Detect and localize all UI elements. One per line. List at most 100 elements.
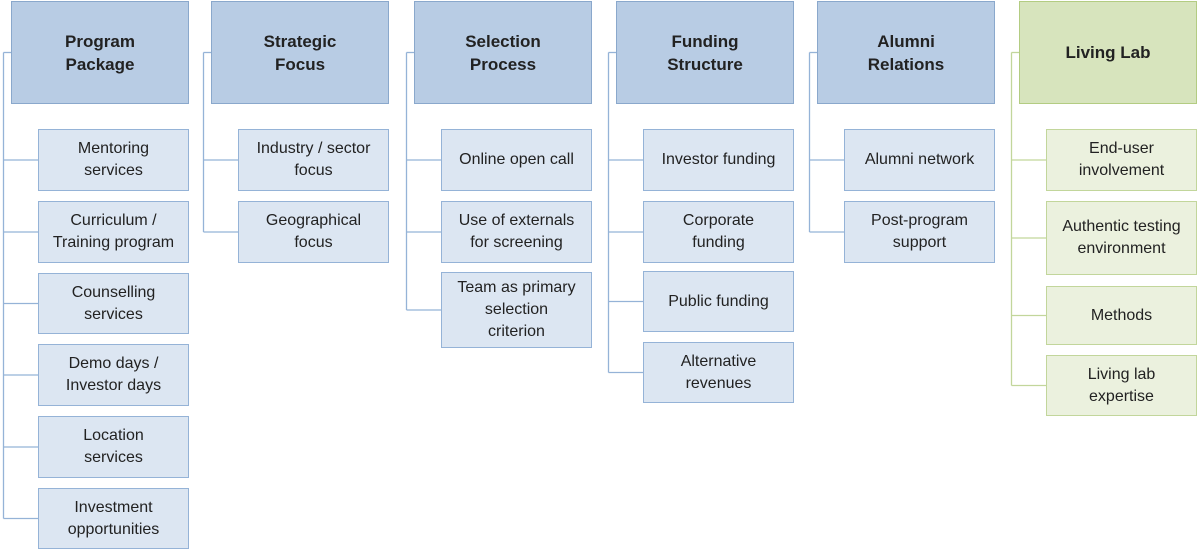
selection-process-item-label: Online open call (459, 149, 574, 171)
program-package-item-label-line: opportunities (67, 520, 160, 538)
strategic-focus-item-label-line: Geographical (265, 212, 362, 229)
funding-structure-item: Corporate funding (643, 201, 794, 263)
living-lab-item-label-line: involvement (1078, 162, 1165, 179)
funding-structure-item-label: Corporate funding (683, 210, 754, 254)
alumni-relations-item: Post-program support (844, 201, 995, 263)
selection-process-item-label-line: criterion (488, 323, 545, 340)
strategic-focus-item: Geographical focus (238, 201, 389, 263)
funding-structure-title-line: Funding (671, 31, 739, 51)
alumni-relations-item-label-line: Post-program (871, 212, 968, 229)
program-package-item-label-line: Counselling (71, 283, 156, 301)
living-lab-item-label: End-user involvement (1079, 138, 1164, 182)
living-lab-item-label-line: Living lab (1087, 365, 1156, 383)
program-package-item-label-line: services (84, 305, 143, 323)
program-package-item: Mentoring services (38, 129, 189, 191)
funding-structure-item: Alternative revenues (643, 342, 794, 403)
living-lab-item: Authentic testing environment (1046, 201, 1197, 275)
funding-structure-item-label-line: Corporate (682, 212, 755, 229)
funding-structure-item-label-line: Investor funding (661, 151, 776, 168)
program-package-item-label-line: Investment (74, 498, 153, 516)
living-lab-item-label: Authentic testing environment (1062, 216, 1180, 260)
selection-process-item-label: Use of externals for screening (459, 210, 575, 254)
funding-structure-item-label: Alternative revenues (681, 351, 757, 395)
program-package-item-label: Investment opportunities (68, 497, 160, 541)
program-package-item-label: Location services (83, 425, 144, 469)
strategic-focus-item-label-line: focus (294, 234, 333, 251)
selection-process-title-line: Selection (465, 31, 541, 51)
living-lab-header: Living Lab (1019, 1, 1197, 104)
strategic-focus-item-label: Geographical focus (266, 210, 361, 254)
funding-structure-item: Investor funding (643, 129, 794, 191)
selection-process-item-label-line: selection (484, 301, 549, 318)
alumni-relations-item-label-line: support (892, 234, 947, 251)
living-lab-item-label-line: End-user (1089, 140, 1154, 157)
selection-process-item-label-line: for screening (470, 234, 563, 251)
alumni-relations-item-label: Alumni network (865, 149, 974, 171)
funding-structure-item-label-line: revenues (685, 374, 752, 392)
selection-process-item: Online open call (441, 129, 592, 191)
alumni-relations-title-line: Alumni (877, 31, 935, 51)
program-package-item-label-line: Training program (52, 234, 175, 251)
living-lab-item: Living lab expertise (1046, 355, 1197, 416)
alumni-relations-item-label-line: Alumni network (864, 151, 975, 168)
living-lab-item-label: Methods (1091, 305, 1152, 327)
living-lab-item-label-line: expertise (1089, 387, 1154, 405)
program-package-item-label: Counselling services (72, 282, 156, 326)
program-package-item: Investment opportunities (38, 488, 189, 549)
living-lab-title-line: Living Lab (1065, 43, 1151, 62)
living-lab-item: End-user involvement (1046, 129, 1197, 191)
living-lab-item: Methods (1046, 286, 1197, 345)
living-lab-item-label-line: Methods (1090, 306, 1153, 324)
strategic-focus-title-line: Strategic (263, 31, 337, 51)
strategic-focus-title-line: Focus (274, 54, 326, 74)
living-lab-title: Living Lab (1066, 41, 1151, 64)
selection-process-item-label-line: Online open call (459, 151, 574, 168)
program-package-title-line: Package (65, 54, 135, 74)
program-package-item-label-line: Location (83, 427, 144, 444)
program-package-item-label: Mentoring services (78, 138, 149, 182)
alumni-relations-item-label: Post-program support (871, 210, 968, 254)
living-lab-item-label: Living lab expertise (1088, 364, 1156, 408)
funding-structure-item-label: Public funding (668, 291, 769, 313)
program-package-item-label: Demo days / Investor days (66, 353, 161, 397)
program-package-item-label-line: Demo days / (68, 355, 159, 372)
program-package-item: Demo days / Investor days (38, 344, 189, 406)
funding-structure-item-label-line: funding (692, 234, 745, 251)
strategic-focus-item-label-line: focus (294, 162, 333, 179)
selection-process-item-label-line: Use of externals (458, 212, 575, 229)
selection-process-item: Use of externals for screening (441, 201, 592, 263)
funding-structure-item: Public funding (643, 271, 794, 332)
funding-structure-item-label: Investor funding (662, 149, 776, 171)
program-package-item-label-line: services (84, 162, 143, 179)
program-package-title-line: Program (65, 31, 135, 51)
program-package-item-label-line: services (84, 449, 143, 466)
funding-structure-item-label-line: Public funding (668, 292, 769, 310)
living-lab-item-label-line: Authentic testing (1062, 218, 1181, 235)
funding-structure-title-line: Structure (667, 54, 743, 74)
selection-process-title-line: Process (469, 54, 537, 74)
alumni-relations-title-line: Relations (867, 54, 945, 74)
alumni-relations-item: Alumni network (844, 129, 995, 191)
funding-structure-item-label-line: Alternative (680, 352, 757, 370)
program-package-item: Curriculum / Training program (38, 201, 189, 263)
program-package-item: Location services (38, 416, 189, 478)
program-package-item-label-line: Investor days (65, 377, 162, 394)
program-package-item-label-line: Mentoring (77, 140, 150, 157)
living-lab-item-label-line: environment (1077, 240, 1166, 257)
program-package-item-label-line: Curriculum / (70, 212, 157, 229)
program-package-item-label: Curriculum / Training program (53, 210, 174, 254)
